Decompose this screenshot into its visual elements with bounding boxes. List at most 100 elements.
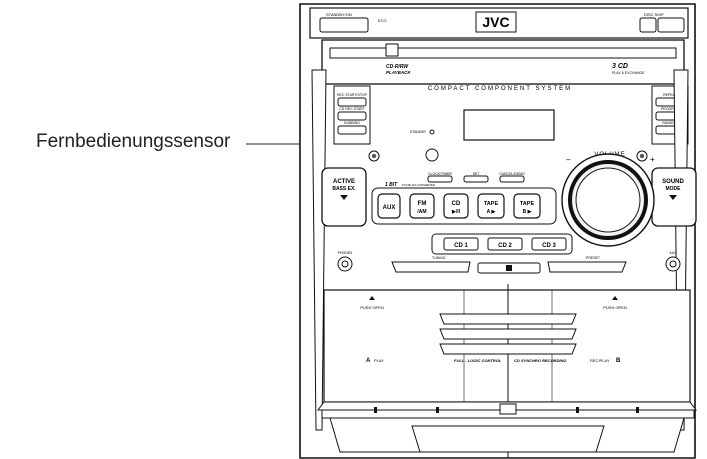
base-foot-right-1 [576,407,579,413]
aux-button-label: AUX [383,205,396,211]
cd-1-button[interactable] [443,237,479,251]
sound-mode-label-2: MODE [666,186,682,192]
display-window [463,109,555,141]
cd-rw-label: CD-R/RW [386,64,409,70]
base-inner-trapezoid [411,425,605,453]
disc-skip-button[interactable] [657,17,685,33]
deck-a-letter: A [366,358,371,364]
tape-b-button-label-top: TAPE [520,201,535,207]
screw-left-inner [371,153,377,159]
volume-minus-label: – [566,155,571,164]
tape-a-button-label-bottom: A ▶ [487,209,497,215]
fm-am-button[interactable] [409,193,435,219]
aux-jack-label: AUX [669,251,677,255]
aux-jack-inner [669,260,677,268]
brand-logo: JVC [482,14,509,30]
fm-am-button-label-top: FM [418,201,427,207]
remote-sensor [425,148,439,162]
disc-tray [321,39,685,85]
random-label: RANDOM [662,121,678,125]
standby-indicator-label: STANDBY [410,130,427,134]
active-bass-label-2: BASS EX. [332,186,356,192]
phones-label: PHONES [338,251,353,255]
tape-a-button[interactable] [477,193,505,219]
base-foot-right-2 [636,407,639,413]
tape-a-button-label-top: TAPE [484,201,499,207]
changer-mark: 3 CD [612,63,628,70]
sound-mode-label-1: SOUND [662,179,684,185]
standby-indicator [429,129,435,135]
push-open-left-icon [369,296,375,300]
tape-b-button-label-bottom: B ▶ [523,209,533,215]
push-open-right-label: PUSH OPEN [603,305,627,310]
cancel-demo-label: CANCEL/DEMO [499,172,525,176]
standby-on-button[interactable] [319,17,369,33]
tape-b-button[interactable] [513,193,541,219]
aux-button[interactable] [377,193,401,219]
cd-2-label: CD 2 [498,243,512,249]
cd-1-label: CD 1 [454,243,468,249]
stop-icon [506,265,512,271]
playback-label: PLAYBACK [386,70,411,75]
clock-timer-button[interactable] [427,175,453,183]
deck-window-slat-1 [439,313,577,325]
dubbing-button[interactable] [337,125,367,135]
cd-button-label-top: CD [452,201,461,207]
one-bit-sub-label: PULSE D/A CONVERTER [402,183,435,187]
remote-sensor-callout-label: Fernbedienungssensor [36,131,231,152]
sound-mode-arrow-icon [669,195,677,200]
fm-am-button-label-bottom: /AM [417,209,426,215]
cd-play-pause-button[interactable] [443,193,469,219]
cd-synchro-label: CD SYNCHRO RECORDING [514,358,566,363]
base-center-clip [499,403,517,415]
tuning-label: TUNING [432,256,446,260]
cd-3-button[interactable] [531,237,567,251]
preset-rocker[interactable] [547,261,627,273]
preset-label: PRESET [586,256,601,260]
left-pillar [311,69,327,431]
system-title: COMPACT COMPONENT SYSTEM [428,86,572,92]
push-open-right-icon [612,296,618,300]
phones-jack-inner [341,260,349,268]
deck-window-slat-3 [439,343,577,355]
changer-sub: PLAY & EXCHANGE [612,71,645,75]
brand-logo-plate [475,11,517,33]
active-bass-arrow-icon [340,195,348,200]
base-foot-left-2 [436,407,439,413]
cd-button-label-bottom: ▶/II [451,209,461,215]
full-logic-label: FULL - LOGIC CONTROL [454,358,502,363]
dubbing-label: DUBBING [344,121,360,125]
disc-skip-label: DISC SKIP [644,12,664,17]
deck-window-slat-2 [439,328,577,340]
set-label: SET [473,172,481,176]
clock-timer-label: CLOCK/TIMER [428,172,452,176]
cd-rec-start-label: CD REC START [339,107,365,111]
repeat-label: REPEAT [663,93,678,97]
base-foot-left-1 [374,407,377,413]
cd-3-label: CD 3 [542,243,556,249]
disc-tray-slot [329,47,677,59]
cd-open-button[interactable] [639,17,657,33]
standby-on-label: STANDBY/ON [326,12,352,17]
cd-rec-start-button[interactable] [337,111,367,121]
cancel-demo-button[interactable] [499,175,525,183]
rec-start-stop-label: REC START/STOP [337,93,368,97]
rec-start-stop-button[interactable] [337,97,367,107]
volume-knob-face [575,167,641,233]
active-bass-label-1: ACTIVE [333,179,355,185]
push-open-left-label: PUSH OPEN [360,305,384,310]
one-bit-label: 1 BIT [385,182,398,188]
cd-logo-box [385,43,399,57]
screw-right-inner [639,153,645,159]
cd-2-button[interactable] [487,237,523,251]
set-button[interactable] [463,175,489,183]
deck-b-rec-play-label: REC/PLAY [590,358,610,363]
volume-plus-label: + [650,155,655,164]
program-label: PROGRAM [661,107,679,111]
tuning-rocker[interactable] [391,261,471,273]
deck-b-letter: B [616,358,621,364]
deck-a-play-label: PLAY [374,358,384,363]
eco-label: ECO [378,18,387,23]
